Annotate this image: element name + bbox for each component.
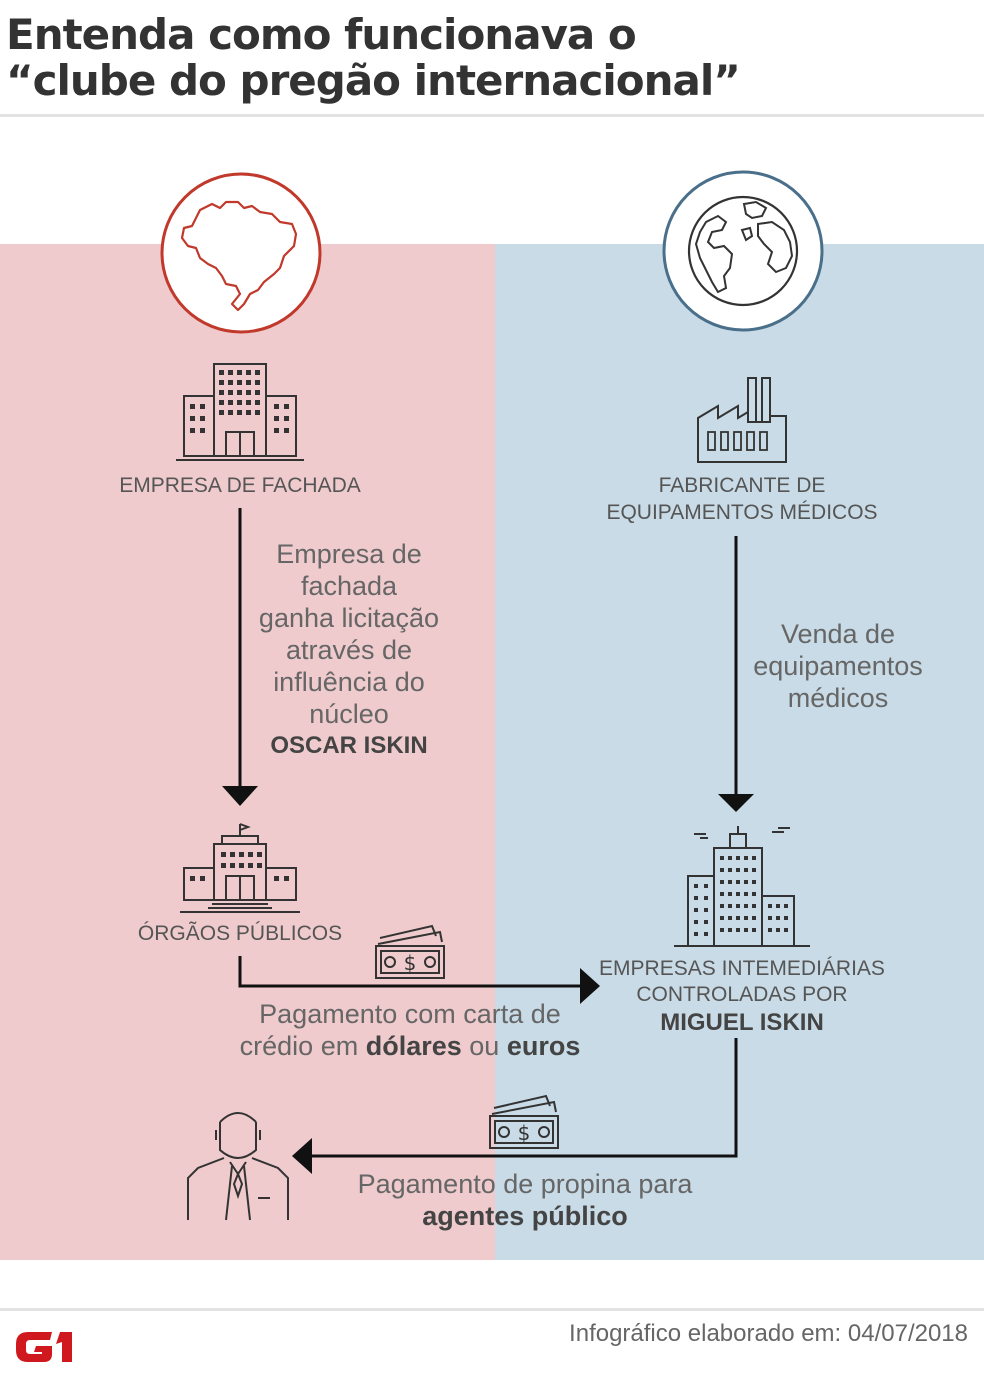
licitacao-line-2: fachada xyxy=(300,571,398,601)
intermediarias-line-1: EMPRESAS INTEMEDIÁRIAS xyxy=(599,957,885,980)
skyscraper-icon xyxy=(674,826,810,947)
propina-bold: agentes público xyxy=(422,1201,628,1231)
globe-icon xyxy=(662,170,824,332)
brazil-map-icon xyxy=(160,172,322,334)
licitacao-line-6: núcleo xyxy=(309,699,389,729)
window-grid xyxy=(190,370,289,433)
money-bills-icon: $ xyxy=(489,1094,559,1149)
government-building-icon xyxy=(180,823,300,913)
international-panel xyxy=(495,244,984,1260)
arrow-licitacao xyxy=(222,508,258,806)
footer-divider xyxy=(0,1308,984,1311)
pagamento-line-2: crédio em dólares ou euros xyxy=(210,1030,610,1062)
public-agent-person-icon xyxy=(187,1112,289,1221)
edge-label-pagamento: Pagamento com carta de crédio em dólares… xyxy=(210,998,610,1062)
node-orgaos-publicos: ÓRGÃOS PÚBLICOS xyxy=(137,922,343,945)
propina-line-1: Pagamento de propina para xyxy=(357,1169,693,1199)
licitacao-line-3: ganha licitação xyxy=(258,603,440,633)
g1-logo xyxy=(16,1332,72,1362)
licitacao-line-4: através de xyxy=(285,635,413,665)
money-bills-icon: $ xyxy=(375,924,445,979)
edge-label-licitacao: Empresa de fachada ganha licitação atrav… xyxy=(236,538,462,762)
venda-line-2: equipamentos xyxy=(753,651,923,681)
fabricante-line-2: EQUIPAMENTOS MÉDICOS xyxy=(606,501,878,524)
node-empresa-fachada: EMPRESA DE FACHADA xyxy=(119,474,361,497)
fabricante-line-1: FABRICANTE DE xyxy=(658,474,826,497)
pagamento-dolares: dólares xyxy=(365,1031,462,1061)
licitacao-line-5: influência do xyxy=(273,667,425,697)
title-line-2: “clube do pregão internacional” xyxy=(6,56,741,105)
svg-text:$: $ xyxy=(518,1121,531,1145)
title-divider xyxy=(0,114,984,117)
edge-label-venda: Venda de equipamentos médicos xyxy=(736,618,940,714)
node-fabricante: FABRICANTE DE EQUIPAMENTOS MÉDICOS xyxy=(580,472,904,526)
edge-label-propina: Pagamento de propina para agentes públic… xyxy=(330,1168,720,1232)
title-line-1: Entenda como funcionava o xyxy=(6,10,637,59)
pagamento-mid: ou xyxy=(461,1031,507,1061)
page-title: Entenda como funcionava o “clube do preg… xyxy=(6,12,966,104)
venda-line-1: Venda de xyxy=(780,619,896,649)
intermediarias-bold: MIGUEL ISKIN xyxy=(660,1009,824,1036)
svg-text:$: $ xyxy=(404,951,417,975)
office-building-icon xyxy=(176,363,304,461)
pagamento-euros: euros xyxy=(506,1031,581,1061)
venda-line-3: médicos xyxy=(787,683,889,713)
arrow-pagamento xyxy=(238,956,600,1004)
pagamento-line-1: Pagamento com carta de xyxy=(259,999,561,1029)
arrow-venda xyxy=(718,536,754,812)
pagamento-prefix: crédio em xyxy=(239,1031,366,1061)
arrow-propina xyxy=(292,1038,738,1174)
footer-credit: Infográfico elaborado em: 04/07/2018 xyxy=(569,1320,968,1347)
intermediarias-line-2: CONTROLADAS POR xyxy=(636,983,848,1006)
licitacao-line-1: Empresa de xyxy=(276,539,422,569)
licitacao-bold: OSCAR ISKIN xyxy=(270,732,428,759)
node-empresas-intermediarias: EMPRESAS INTEMEDIÁRIAS CONTROLADAS POR M… xyxy=(590,956,894,1038)
factory-icon xyxy=(697,377,787,463)
